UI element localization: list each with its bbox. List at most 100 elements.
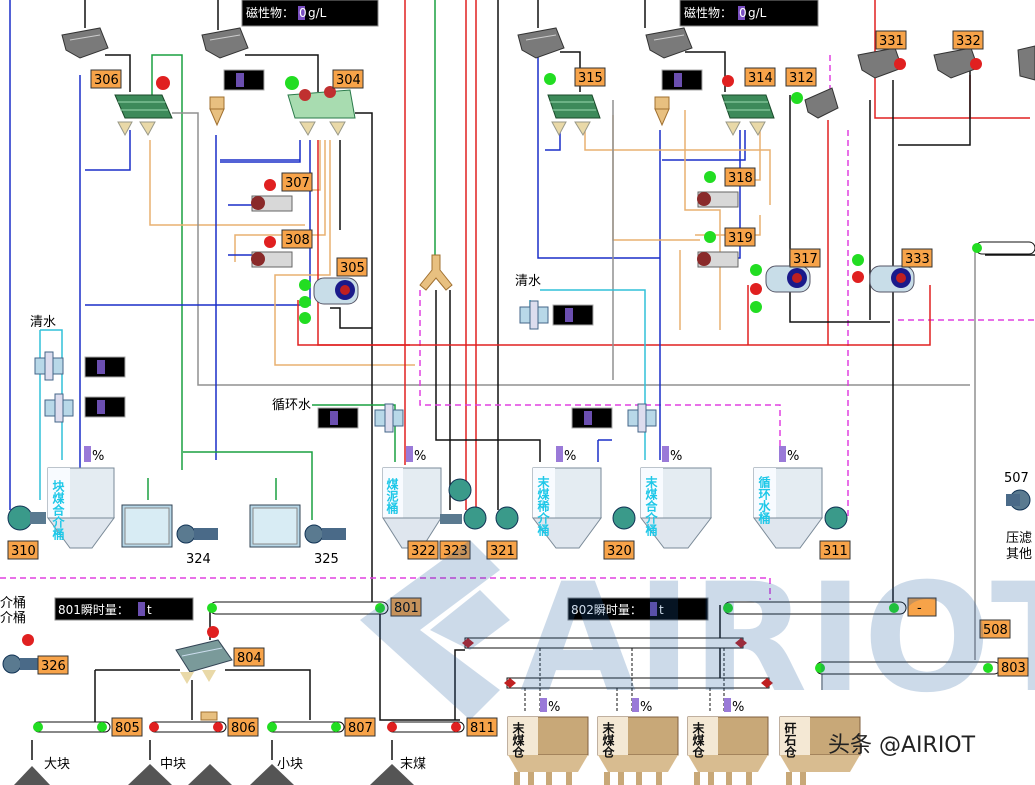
belt-conveyor[interactable] [387,721,465,733]
feeder-icon[interactable] [654,96,670,127]
equipment-tag-310[interactable]: 310 [7,540,39,560]
equipment-tag-323[interactable]: 323 [439,540,471,560]
cyclone-icon[interactable] [517,27,565,59]
equipment-tag-319[interactable]: 319 [724,227,756,247]
stopped-indicator [207,626,219,638]
sump-icon[interactable] [249,504,301,548]
screen-icon[interactable] [547,94,601,137]
belt-conveyor[interactable] [267,721,345,733]
belt-conveyor[interactable] [149,721,227,733]
tank-icon[interactable]: 煤泥桶 [382,467,442,549]
equipment-tag-314[interactable]: 314 [744,67,776,87]
feeder-icon[interactable] [200,711,218,721]
equipment-tag-326[interactable]: 326 [37,655,69,675]
pump-icon[interactable] [2,654,38,674]
equipment-tag-308[interactable]: 308 [281,229,313,249]
equipment-tag-805[interactable]: 805 [111,717,143,737]
equipment-tag-324[interactable]: 324 [186,552,211,567]
equipment-tag-320[interactable]: 320 [603,540,635,560]
silo-icon[interactable]: 矸石仓 [779,716,861,785]
tank-text: 末煤稀介桶 [536,475,550,537]
tank-icon[interactable]: 循环水桶 [753,467,823,549]
centrifuge-icon[interactable] [869,265,915,293]
equipment-tag-331[interactable]: 331 [875,30,907,50]
magnetic-separator-icon[interactable] [697,191,739,208]
belt-conveyor[interactable] [33,721,111,733]
equipment-tag-label: 805 [115,721,140,736]
equipment-tag-806[interactable]: 806 [227,717,259,737]
equipment-tag-507[interactable]: 507 [1004,471,1029,486]
equipment-tag-325[interactable]: 325 [314,552,339,567]
belt-conveyor[interactable] [207,601,389,615]
centrifuge-icon[interactable] [313,277,359,305]
equipment-tag-318[interactable]: 318 [724,167,756,187]
equipment-tag-311[interactable]: 311 [819,540,851,560]
shuttle-conveyor[interactable] [462,637,747,649]
tank-icon[interactable]: 末煤合介桶 [639,467,713,549]
screen-icon[interactable] [721,94,775,137]
belt-conveyor[interactable] [972,241,1035,255]
equipment-tag-305[interactable]: 305 [336,257,368,277]
silo-icon[interactable]: 末煤仓 [687,716,769,785]
silo-icon[interactable]: 末煤仓 [597,716,679,785]
equipment-tag-label: 333 [905,252,930,267]
pump-icon[interactable] [612,506,636,530]
valve-icon[interactable] [627,403,657,433]
cyclone-icon[interactable] [645,27,693,59]
pump-icon[interactable] [304,524,346,544]
running-indicator [299,279,311,291]
magnetic-value: 0 [299,6,307,20]
equipment-tag-307[interactable]: 307 [281,172,313,192]
equipment-tag-807[interactable]: 807 [344,717,376,737]
cyclone-icon[interactable] [1017,45,1035,81]
pump-icon[interactable] [824,506,848,530]
distributor-icon[interactable] [419,254,453,291]
cyclone-icon[interactable] [61,27,109,59]
feeder-icon[interactable] [209,96,225,127]
tank-icon[interactable]: 末煤稀介桶 [531,467,602,549]
tank-icon[interactable]: 块煤合介桶 [47,467,115,549]
equipment-tag-803[interactable]: 803 [997,657,1029,677]
valve-icon[interactable] [519,300,549,330]
valve-icon[interactable] [374,403,404,433]
valve-icon[interactable] [34,351,64,381]
equipment-tag-801[interactable]: 801 [390,597,422,617]
pump-icon[interactable] [440,478,472,524]
centrifuge-icon[interactable] [765,265,811,293]
equipment-tag-322[interactable]: 322 [407,540,439,560]
equipment-tag-317[interactable]: 317 [789,248,821,268]
pump-icon[interactable] [176,524,218,544]
belt-conveyor[interactable] [723,601,907,615]
screen-icon[interactable] [114,94,173,137]
magnetic-separator-icon[interactable] [251,251,293,268]
equipment-tag-304[interactable]: 304 [332,69,364,89]
equipment-tag-315[interactable]: 315 [574,67,606,87]
screen-icon[interactable] [175,639,233,684]
valve-icon[interactable] [44,393,74,423]
pump-icon[interactable] [1006,489,1031,511]
magnetic-separator-icon[interactable] [251,195,293,212]
cyclone-icon[interactable] [201,27,249,59]
belt-conveyor[interactable] [815,661,1001,675]
magnetic-separator-icon[interactable] [697,251,739,268]
equipment-tag-804[interactable]: 804 [233,647,265,667]
sump-icon[interactable] [121,504,173,548]
equipment-tag-312[interactable]: 312 [785,67,817,87]
equipment-tag-333[interactable]: 333 [901,248,933,268]
cyclone-icon[interactable] [804,87,839,119]
vibrating-screens [114,86,775,291]
equipment-tag-306[interactable]: 306 [90,69,122,89]
silo-icon[interactable]: 末煤仓 [507,716,589,785]
pile-label: 末煤 [400,757,426,772]
pump-icon[interactable] [495,506,519,530]
equipment-tag-811[interactable]: 811 [466,717,498,737]
pump-icon[interactable] [7,505,46,531]
magnetic-unit: g/L [308,6,327,20]
pump-icon[interactable] [463,506,487,530]
shuttle-conveyor[interactable] [504,677,773,689]
equipment-tag-332[interactable]: 332 [952,30,984,50]
screen-icon[interactable] [287,86,356,137]
equipment-tag-508[interactable]: 508 [979,619,1011,639]
equipment-tag-321[interactable]: 321 [486,540,518,560]
